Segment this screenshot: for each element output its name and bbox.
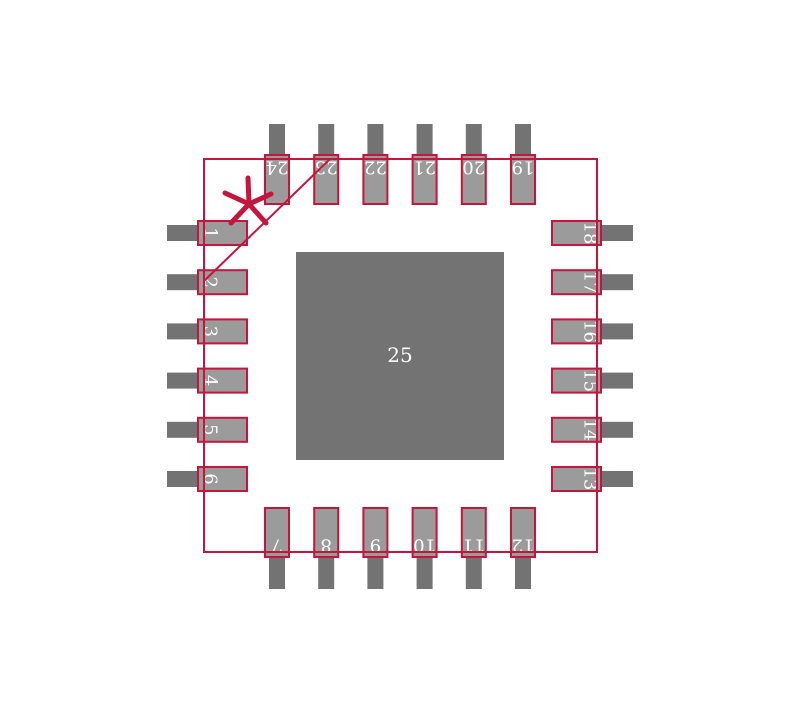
pin-outline	[411, 154, 438, 205]
pin-outline	[264, 507, 290, 558]
pin-outline	[197, 416, 248, 443]
pin-outline	[551, 367, 602, 394]
pin-pad-2: 2	[167, 269, 248, 296]
pin-outline	[460, 154, 487, 205]
pin-pad-11: 11	[460, 507, 487, 589]
pin-number: 22	[364, 157, 387, 178]
pin-outline	[264, 154, 290, 205]
pin-outline	[551, 416, 602, 443]
pin-number: 10	[413, 535, 436, 556]
pin-outline	[551, 318, 602, 345]
pin-land	[552, 368, 601, 393]
pin-land	[412, 508, 437, 557]
pin-outline	[313, 154, 340, 205]
pin-land	[198, 417, 247, 442]
pin-number: 11	[462, 535, 485, 556]
pin-land	[412, 155, 437, 204]
pin-land	[511, 155, 535, 204]
pin-land	[552, 270, 601, 295]
pin-outline	[197, 466, 248, 492]
pin-number: 23	[315, 157, 338, 178]
pin-number: 20	[462, 157, 485, 178]
pin-pad-21: 21	[411, 124, 438, 205]
pin-land	[198, 270, 247, 295]
pin-pad-22: 22	[362, 124, 389, 205]
pin-land	[552, 319, 601, 344]
pin-number: 7	[271, 535, 282, 556]
pin-land	[552, 467, 601, 491]
pin-number: 15	[580, 369, 601, 392]
pin-pad-10: 10	[411, 507, 438, 589]
pin-pad-13: 13	[551, 466, 633, 492]
pin-outline	[510, 507, 536, 558]
pin-number: 24	[266, 157, 289, 178]
body-outline	[203, 158, 598, 553]
pin-number: 1	[200, 227, 221, 238]
pin-outline	[460, 507, 487, 558]
pin-number: 21	[413, 157, 436, 178]
pin-land	[314, 508, 339, 557]
pin-outline	[197, 318, 248, 345]
exposed-pad	[296, 252, 504, 460]
pin-land	[552, 221, 601, 245]
pin-number: 6	[200, 473, 221, 484]
pin-land	[363, 155, 388, 204]
pin-pad-7: 7	[264, 507, 290, 589]
pin-pad-20: 20	[460, 124, 487, 205]
pin-outline	[551, 269, 602, 296]
pin-number: 19	[512, 157, 535, 178]
pin-pad-18: 18	[551, 220, 633, 246]
pin-outline	[411, 507, 438, 558]
pin-pad-4: 4	[167, 367, 248, 394]
pin-pad-14: 14	[551, 416, 633, 443]
pin1-chamfer-line	[203, 158, 331, 282]
pin-land	[461, 508, 486, 557]
exposed-pad-label: 25	[387, 343, 412, 367]
pin-outline	[551, 220, 602, 246]
pin-pad-5: 5	[167, 416, 248, 443]
pin-land	[198, 221, 247, 245]
pin-number: 13	[580, 468, 601, 491]
pin-land	[265, 508, 289, 557]
pin-land	[461, 155, 486, 204]
pin-pad-8: 8	[313, 507, 340, 589]
pin-number: 16	[580, 320, 601, 343]
pin-number: 5	[200, 424, 221, 435]
pin-outline	[313, 507, 340, 558]
pin-number: 2	[200, 276, 221, 287]
pin-pad-1: 1	[167, 220, 248, 246]
pin-number: 12	[512, 535, 535, 556]
pin-outline	[510, 154, 536, 205]
pin-outline	[197, 367, 248, 394]
pin-pad-12: 12	[510, 507, 536, 589]
asterisk-icon	[222, 175, 274, 226]
pin-number: 9	[370, 535, 381, 556]
pin-outline	[197, 269, 248, 296]
pin-pad-17: 17	[551, 269, 633, 296]
pin-pad-15: 15	[551, 367, 633, 394]
pin-outline	[362, 507, 389, 558]
pin-number: 3	[200, 326, 221, 337]
pin-land	[198, 319, 247, 344]
pin-pad-16: 16	[551, 318, 633, 345]
pin-outline	[362, 154, 389, 205]
pin-pad-19: 19	[510, 124, 536, 205]
pin-land	[198, 368, 247, 393]
pin-land	[511, 508, 535, 557]
pin-number: 8	[320, 535, 331, 556]
pin-land	[198, 467, 247, 491]
pin-land	[552, 417, 601, 442]
pin-pad-3: 3	[167, 318, 248, 345]
pin-number: 17	[580, 271, 601, 294]
pin-number: 18	[580, 222, 601, 245]
pin-pad-6: 6	[167, 466, 248, 492]
pin-land	[363, 508, 388, 557]
pin-number: 14	[580, 418, 601, 441]
pin-pad-9: 9	[362, 507, 389, 589]
pin-outline	[197, 220, 248, 246]
pin-number: 4	[200, 375, 221, 386]
pin-outline	[551, 466, 602, 492]
